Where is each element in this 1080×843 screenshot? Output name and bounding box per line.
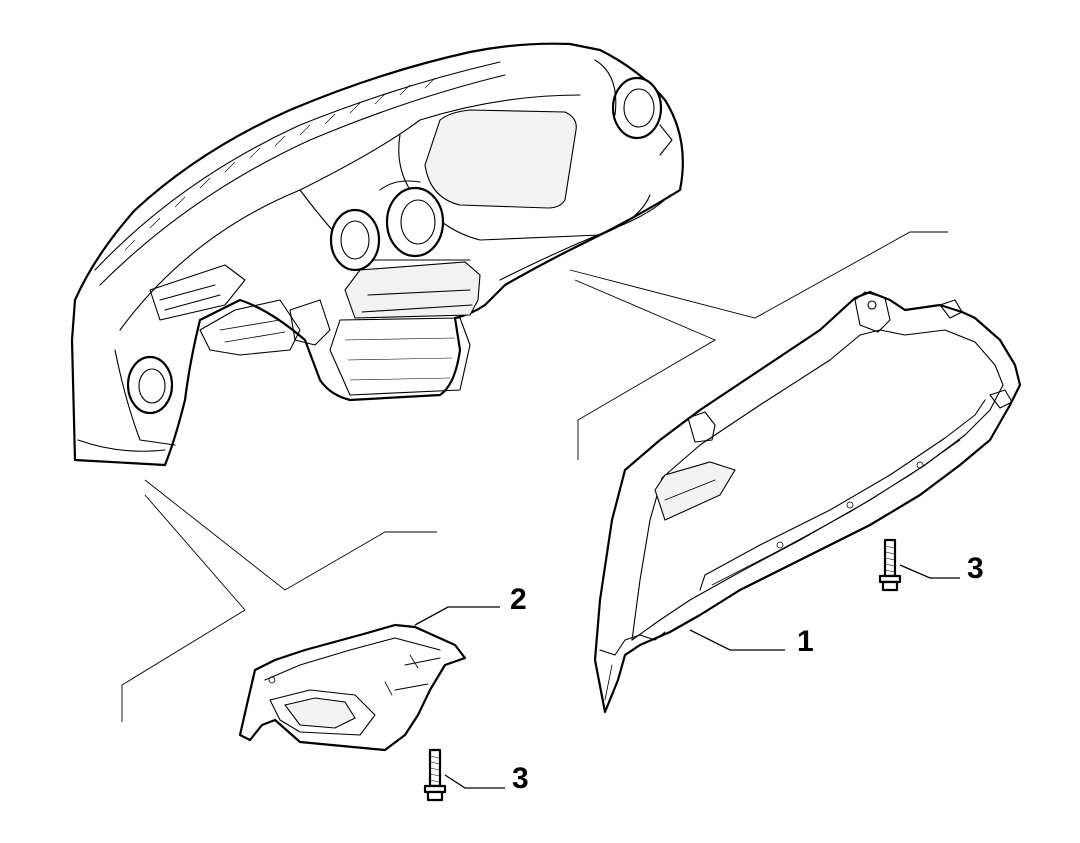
screw-right xyxy=(878,538,902,592)
exploded-guide-lines xyxy=(121,231,948,722)
callout-3-right: 3 xyxy=(899,552,984,585)
screw-bottom xyxy=(423,748,447,802)
callout-3-bottom-label: 3 xyxy=(512,762,529,795)
callout-3-right-label: 3 xyxy=(967,552,984,585)
callout-2-label: 2 xyxy=(510,583,527,616)
lower-bracket-part xyxy=(238,623,467,752)
callout-1: 1 xyxy=(689,625,814,658)
callout-1-label: 1 xyxy=(797,625,814,658)
callout-2: 2 xyxy=(414,583,527,626)
callout-3-bottom: 3 xyxy=(444,762,529,795)
glove-box-liner-part xyxy=(593,290,1022,714)
dashboard-assembly xyxy=(70,42,684,467)
